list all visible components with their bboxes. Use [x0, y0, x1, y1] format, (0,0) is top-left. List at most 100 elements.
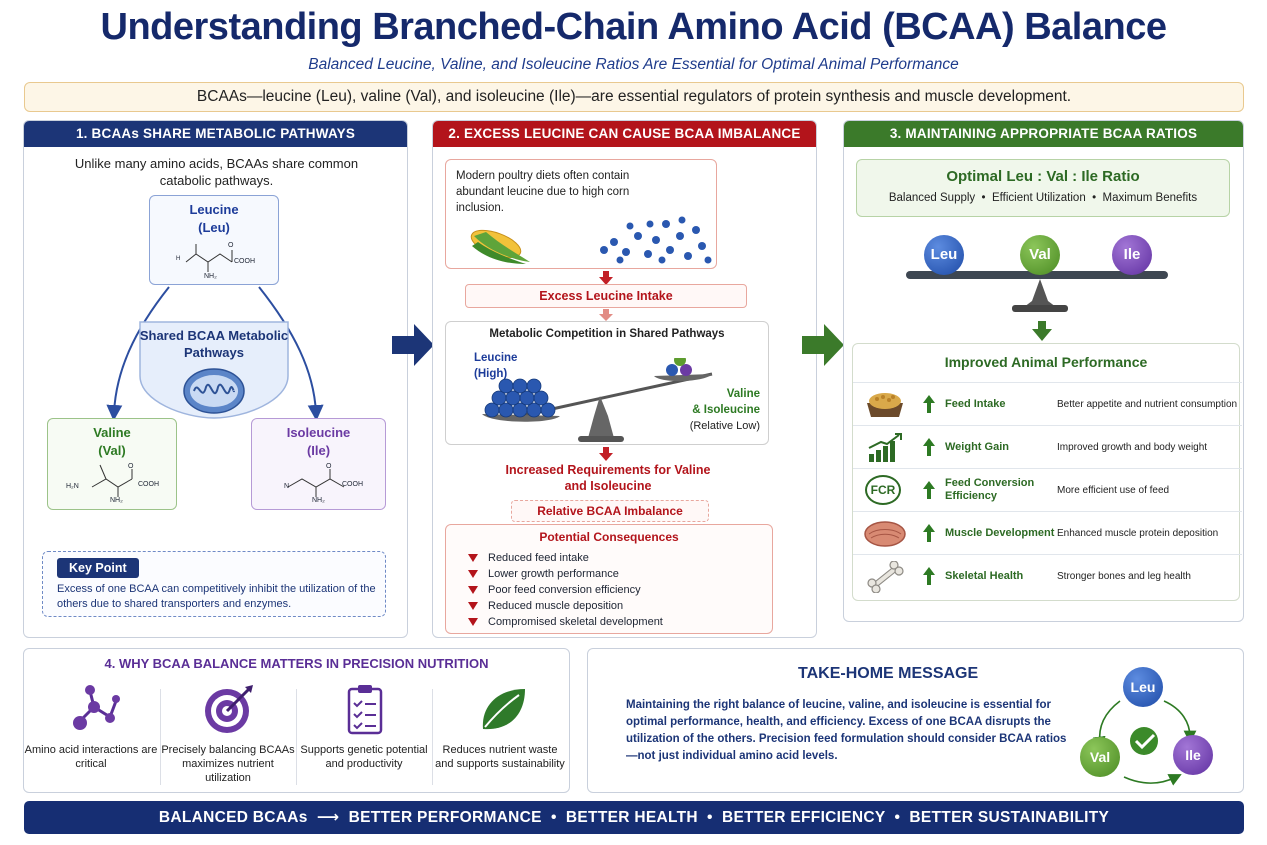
precision-item-interactions: Amino acid interactions are critical	[24, 679, 158, 799]
competition-box: Metabolic Competition in Shared Pathways…	[445, 321, 769, 445]
arrow-up-icon	[923, 438, 935, 456]
arrow-up-icon	[923, 395, 935, 413]
panel-excess-leucine: 2. EXCESS LEUCINE CAN CAUSE BCAA IMBALAN…	[432, 120, 817, 638]
leucine-cooh: COOH	[234, 258, 255, 265]
arrow-down-red-icon	[599, 271, 613, 285]
val-ball: Val	[1020, 235, 1060, 275]
panel1-title: 1. BCAAs SHARE METABOLIC PATHWAYS	[24, 121, 407, 147]
footer-banner: BALANCED BCAAs ⟶ BETTER PERFORMANCE • BE…	[24, 801, 1244, 834]
vi-label-2: & Isoleucine	[692, 404, 760, 416]
page-title: Understanding Branched-Chain Amino Acid …	[100, 6, 1167, 48]
excess-leucine-box: Excess Leucine Intake	[465, 284, 747, 308]
valine-abbr: (Val)	[98, 443, 126, 458]
key-point-box: Key Point Excess of one BCAA can competi…	[42, 551, 386, 617]
leaf-icon	[482, 689, 525, 730]
arrow-down-green-icon	[1032, 321, 1052, 341]
vi-level: (Relative Low)	[689, 420, 760, 432]
list-item: Reduced muscle deposition	[468, 598, 768, 614]
arrow-down-icon	[468, 618, 478, 626]
bone-icon	[867, 561, 904, 593]
intro-banner: BCAAs—leucine (Leu), valine (Val), and i…	[24, 82, 1244, 112]
leucine-structure-icon	[185, 244, 233, 272]
leucine-box: Leucine (Leu) H NH₂ O COOH	[149, 195, 279, 285]
panel4-title: 4. WHY BCAA BALANCE MATTERS IN PRECISION…	[104, 656, 489, 671]
isoleucine-abbr: (Ile)	[306, 443, 331, 458]
consequences-box: Potential Consequences Reduced feed inta…	[445, 524, 773, 634]
ratio-title: Optimal Leu : Val : Ile Ratio	[946, 168, 1140, 185]
list-item: Reduced feed intake	[468, 550, 768, 566]
isoleucine-nh2: NH₂	[312, 497, 325, 504]
takehome-ile-ball: Ile	[1173, 735, 1213, 775]
precision-item-genetic: Supports genetic potential and productiv…	[297, 679, 431, 799]
consequences-title: Potential Consequences	[539, 530, 679, 544]
precision-item-sustainability: Reduces nutrient waste and supports sust…	[433, 679, 567, 799]
takehome-title: TAKE-HOME MESSAGE	[798, 665, 979, 682]
consequences-list: Reduced feed intake Lower growth perform…	[468, 550, 768, 630]
isoleucine-name: Isoleucine	[286, 425, 351, 440]
leucine-nh2: NH₂	[204, 273, 217, 280]
valine-name: Valine	[93, 425, 131, 440]
list-item: Compromised skeletal development	[468, 614, 768, 630]
tilted-scale-icon	[482, 358, 713, 442]
panel1-intro: Unlike many amino acids, BCAAs share com…	[74, 156, 359, 188]
leucine-name: Leucine	[189, 202, 239, 217]
arrow-up-icon	[923, 524, 935, 542]
precision-item-balancing: Precisely balancing BCAAs maximizes nutr…	[161, 679, 295, 799]
ile-ball: Ile	[1112, 235, 1152, 275]
leucine-o: O	[228, 242, 234, 249]
valine-nh2: NH₂	[110, 497, 123, 504]
balance-scale-icon	[906, 271, 1168, 312]
arrow-right-navy-icon	[392, 324, 434, 366]
divider	[160, 689, 161, 785]
arrow-down-red-icon-2	[599, 447, 613, 461]
vi-label-1: Valine	[726, 388, 760, 400]
molecule-icon	[73, 685, 120, 730]
mitochondria-icon	[183, 368, 245, 414]
valine-cooh: COOH	[138, 481, 159, 488]
leucine-h: H	[176, 256, 181, 262]
performance-row-muscle: Muscle Development Enhanced muscle prote…	[853, 511, 1242, 554]
isoleucine-cooh: COOH	[342, 481, 363, 488]
divider	[296, 689, 297, 785]
takehome-val-ball: Val	[1080, 737, 1120, 777]
competition-title: Metabolic Competition in Shared Pathways	[489, 328, 725, 340]
leucine-abbr: (Leu)	[198, 220, 230, 235]
diet-text: Modern poultry diets often contain abund…	[456, 170, 630, 214]
isoleucine-o: O	[326, 463, 332, 470]
leucine-high-label: Leucine	[474, 352, 518, 364]
shared-pathways-label: Shared BCAA Metabolic Pathways	[139, 328, 289, 360]
panel-shared-pathways: 1. BCAAs SHARE METABOLIC PATHWAYS Unlike…	[23, 120, 408, 638]
panel-bcaa-ratios: 3. MAINTAINING APPROPRIATE BCAA RATIOS O…	[843, 120, 1244, 622]
valine-box: Valine (Val) H₂N NH₂ O COOH	[47, 418, 177, 510]
valine-o: O	[128, 463, 134, 470]
isoleucine-box: Isoleucine (Ile) N NH₂ O COOH	[251, 418, 386, 510]
fcr-icon: FCR	[865, 475, 901, 505]
ratio-box: Optimal Leu : Val : Ile Ratio Balanced S…	[856, 159, 1230, 217]
arrow-up-icon	[923, 481, 935, 499]
feed-bowl-icon	[867, 393, 903, 417]
isoleucine-structure-icon	[287, 469, 345, 497]
muscle-icon	[864, 521, 906, 547]
leucine-high-level: (High)	[474, 368, 508, 380]
performance-row-weight-gain: Weight Gain Improved growth and body wei…	[853, 425, 1242, 468]
page-subtitle: Balanced Leucine, Valine, and Isoleucine…	[308, 56, 959, 73]
arrow-down-icon	[468, 570, 478, 578]
valine-structure-icon	[91, 464, 133, 497]
corn-icon	[470, 229, 530, 264]
arrow-down-icon	[468, 602, 478, 610]
performance-row-skeletal: Skeletal Health Stronger bones and leg h…	[853, 554, 1242, 597]
improved-title: Improved Animal Performance	[944, 354, 1148, 370]
relative-imbalance-box: Relative BCAA Imbalance	[511, 500, 709, 522]
isoleucine-n: N	[284, 483, 290, 490]
ratio-subtitle: Balanced Supply • Efficient Utilization …	[888, 192, 1198, 204]
leucine-dots-icon	[600, 216, 712, 264]
valine-h2n: H₂N	[66, 483, 79, 490]
arrow-up-icon	[923, 567, 935, 585]
performance-box: Improved Animal Performance Feed Intake …	[852, 343, 1242, 601]
panel2-title: 2. EXCESS LEUCINE CAN CAUSE BCAA IMBALAN…	[433, 121, 816, 147]
panel-precision-nutrition: 4. WHY BCAA BALANCE MATTERS IN PRECISION…	[23, 648, 570, 793]
key-point-label: Key Point	[57, 558, 139, 578]
pathway-arrows	[106, 286, 324, 421]
divider	[432, 689, 433, 785]
takehome-text: Maintaining the right balance of leucine…	[626, 699, 1067, 762]
